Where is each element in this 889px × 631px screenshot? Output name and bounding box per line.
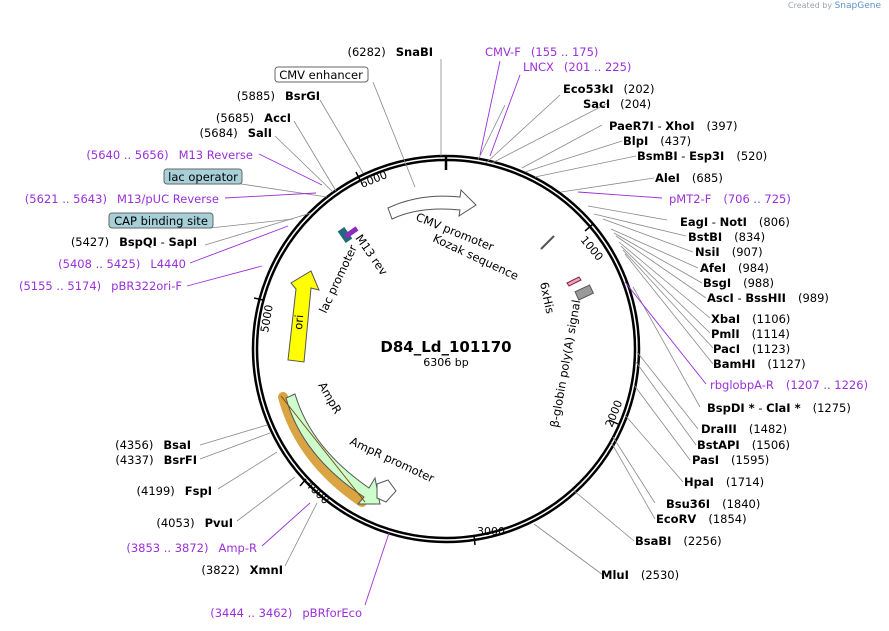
his-tag-label: 6xHis bbox=[537, 281, 557, 315]
cmv-enhancer-box bbox=[274, 66, 369, 83]
plasmid-name: D84_Ld_101170 bbox=[380, 338, 511, 356]
site-fspi: (4199)FspI bbox=[137, 484, 212, 498]
lac-promoter-label: lac promoter bbox=[316, 242, 360, 315]
primer-m13-puc-reverse: (5621 .. 5643)M13/pUC Reverse bbox=[25, 192, 219, 206]
plasmid-size: 6306 bp bbox=[423, 356, 468, 369]
site-bspqi-sapi: (5427)BspQI - SapI bbox=[71, 235, 197, 249]
primer-lncx: LNCX(201 .. 225) bbox=[523, 60, 631, 74]
site-pasi: PasI(1595) bbox=[692, 453, 769, 467]
tick-1000: 1000 bbox=[578, 234, 606, 264]
primer-cmv-f: CMV-F(155 .. 175) bbox=[485, 45, 598, 59]
cap-site-box bbox=[108, 212, 214, 229]
primer-m13-reverse: (5640 .. 5656)M13 Reverse bbox=[86, 148, 253, 162]
site-ecorv: EcoRV(1854) bbox=[656, 512, 747, 526]
site-xmni: (3822)XmnI bbox=[201, 563, 283, 577]
ampr-primer-line bbox=[280, 395, 366, 503]
site-saci: SacI(204) bbox=[583, 97, 651, 111]
kozak-mark bbox=[540, 235, 555, 250]
site-draiii: DraIII(1482) bbox=[701, 422, 787, 436]
site-blpi: BlpI(437) bbox=[623, 134, 691, 148]
m13rev-label: M13 rev bbox=[353, 232, 391, 278]
site-alei: AleI(685) bbox=[655, 171, 723, 185]
snapgene-logo: SnapGene bbox=[834, 1, 881, 11]
tick-5000-mark bbox=[253, 297, 264, 301]
site-mlui: MluI(2530) bbox=[601, 568, 679, 582]
primer-l4440: (5408 .. 5425)L4440 bbox=[58, 257, 186, 271]
ampr-label: AmpR bbox=[315, 380, 344, 417]
site-asci-bsshii: AscI - BssHII(989) bbox=[707, 291, 829, 305]
site-eagi-noti: EagI - NotI(806) bbox=[680, 215, 790, 229]
site-nsii: NsiI(907) bbox=[695, 245, 763, 259]
site-bsabi: BsaBI(2256) bbox=[635, 534, 722, 548]
primer-pmt2-f: pMT2-F(706 .. 725) bbox=[669, 192, 791, 206]
site-hpai: HpaI(1714) bbox=[684, 475, 764, 489]
site-eco53ki: Eco53kI(202) bbox=[563, 82, 654, 96]
left-site-labels: (6282)SnaBI (5885)BsrGI (5685)AccI (5684… bbox=[19, 45, 433, 620]
site-bstbi: BstBI(834) bbox=[688, 230, 765, 244]
tick-5000: 5000 bbox=[258, 304, 276, 334]
tick-6000-mark bbox=[355, 171, 361, 181]
tick-3000-mark bbox=[473, 534, 476, 546]
site-bsu36i: Bsu36I(1840) bbox=[666, 497, 760, 511]
lac-operator-box bbox=[163, 168, 243, 185]
right-primer-connectors bbox=[479, 60, 707, 385]
ori-label: ori bbox=[291, 314, 306, 330]
site-bspdi-clai: BspDI * - ClaI *(1275) bbox=[707, 401, 851, 415]
site-paci: PacI(1123) bbox=[713, 342, 790, 356]
site-snabi: (6282)SnaBI bbox=[347, 45, 433, 59]
site-pvui: (4053)PvuI bbox=[156, 516, 233, 530]
site-bsgi: BsgI(988) bbox=[703, 276, 774, 290]
site-acci: (5685)AccI bbox=[216, 111, 291, 125]
tick-1000-mark bbox=[584, 223, 594, 232]
ampr-promoter-arrow bbox=[376, 479, 397, 503]
site-pmli: PmlI(1114) bbox=[711, 327, 790, 341]
primer-amp-r: (3853 .. 3872)Amp-R bbox=[126, 541, 257, 555]
ampr-primer-highlight bbox=[278, 392, 367, 507]
cmv-promoter-arrow bbox=[387, 188, 477, 220]
primer-rbglobpa-r: rbglobpA-R(1207 .. 1226) bbox=[710, 378, 868, 392]
snapgene-credit: Created by SnapGene bbox=[788, 1, 881, 11]
tick-4000-mark bbox=[299, 478, 307, 487]
tick-6000: 6000 bbox=[358, 168, 389, 191]
site-afei: AfeI(984) bbox=[700, 261, 769, 275]
site-bsrfi: (4337)BsrFI bbox=[115, 453, 197, 467]
cap-site-label: CAP binding site bbox=[114, 214, 208, 228]
site-bstapi: BstAPI(1506) bbox=[697, 438, 790, 452]
tick-2000: 2000 bbox=[603, 398, 626, 429]
right-connectors bbox=[477, 94, 714, 576]
m13rev-mark bbox=[344, 226, 359, 239]
site-paer7i-xhoi: PaeR7I - XhoI(397) bbox=[609, 119, 737, 133]
polya-label: β-globin poly(A) signal bbox=[547, 299, 583, 429]
site-xbai: XbaI(1106) bbox=[711, 312, 790, 326]
his-tag-mark bbox=[566, 276, 582, 287]
left-primer-connectors bbox=[186, 153, 390, 606]
site-bamhi: BamHI(1127) bbox=[713, 357, 806, 371]
left-connectors bbox=[199, 59, 442, 567]
ori-arrow bbox=[287, 270, 320, 363]
site-bsai: (4356)BsaI bbox=[115, 438, 191, 452]
site-sali: (5684)SalI bbox=[199, 126, 272, 140]
site-bsrgi: (5885)BsrGI bbox=[237, 89, 320, 103]
cmv-enhancer-label: CMV enhancer bbox=[279, 68, 363, 82]
ampr-promoter-label: AmpR promoter bbox=[348, 434, 437, 485]
tick-2000-mark bbox=[608, 419, 619, 425]
site-bsmbi-esp3i: BsmBI - Esp3I(520) bbox=[637, 149, 767, 163]
primer-pbrforeco: (3444 .. 3462)pBRforEco bbox=[210, 606, 362, 620]
ampr-arrow bbox=[285, 393, 381, 505]
primer-pbr322ori-f: (5155 .. 5174)pBR322ori-F bbox=[19, 279, 182, 293]
lac-operator-label: lac operator bbox=[168, 170, 238, 184]
right-site-labels: CMV-F(155 .. 175) LNCX(201 .. 225) Eco53… bbox=[485, 45, 868, 582]
polya-mark bbox=[574, 284, 595, 301]
tick-3000: 3000 bbox=[477, 525, 505, 538]
